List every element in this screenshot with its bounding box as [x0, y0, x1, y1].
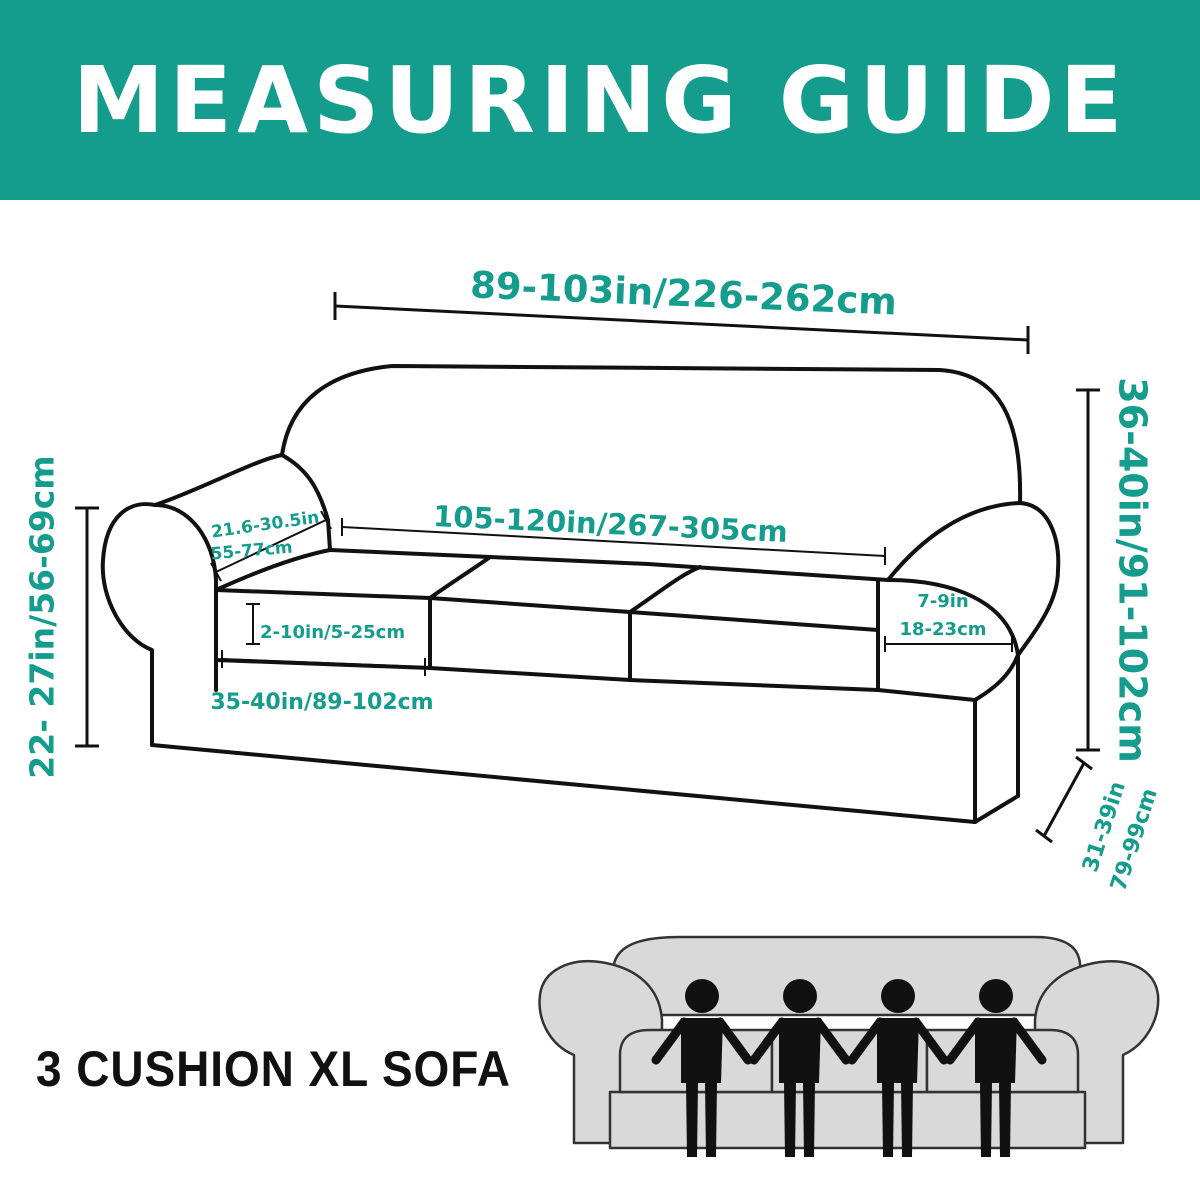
arm-width-label-line2: 18-23cm: [900, 619, 987, 640]
arm-depth-label-line2: 55-77cm: [210, 537, 294, 564]
people-group: [651, 979, 1047, 1157]
overall-height-label: 36-40in/91-102cm: [1111, 377, 1155, 763]
dimension-lines: [75, 292, 1100, 844]
page-title: MEASURING GUIDE: [72, 47, 1128, 154]
header-banner: MEASURING GUIDE: [0, 0, 1200, 200]
product-label: 3 CUSHION XL SOFA: [36, 1041, 511, 1097]
person-icon: [945, 979, 1047, 1157]
person-icon: [749, 979, 851, 1157]
person-icon: [847, 979, 949, 1157]
arm-width-label-line1: 7-9in: [917, 591, 969, 612]
cushion-thickness-label: 2-10in/5-25cm: [260, 622, 405, 643]
person-icon: [651, 979, 753, 1157]
mini-sofa-icon: [538, 935, 1160, 1150]
inner-dimension-lines: [210, 510, 1013, 676]
sofa-outline-icon: [100, 364, 1061, 824]
arm-height-label: 22- 27in/56-69cm: [23, 455, 62, 778]
arm-depth-label-line1: 21.6-30.5in: [210, 508, 321, 543]
cushion-width-label: 35-40in/89-102cm: [210, 690, 433, 715]
